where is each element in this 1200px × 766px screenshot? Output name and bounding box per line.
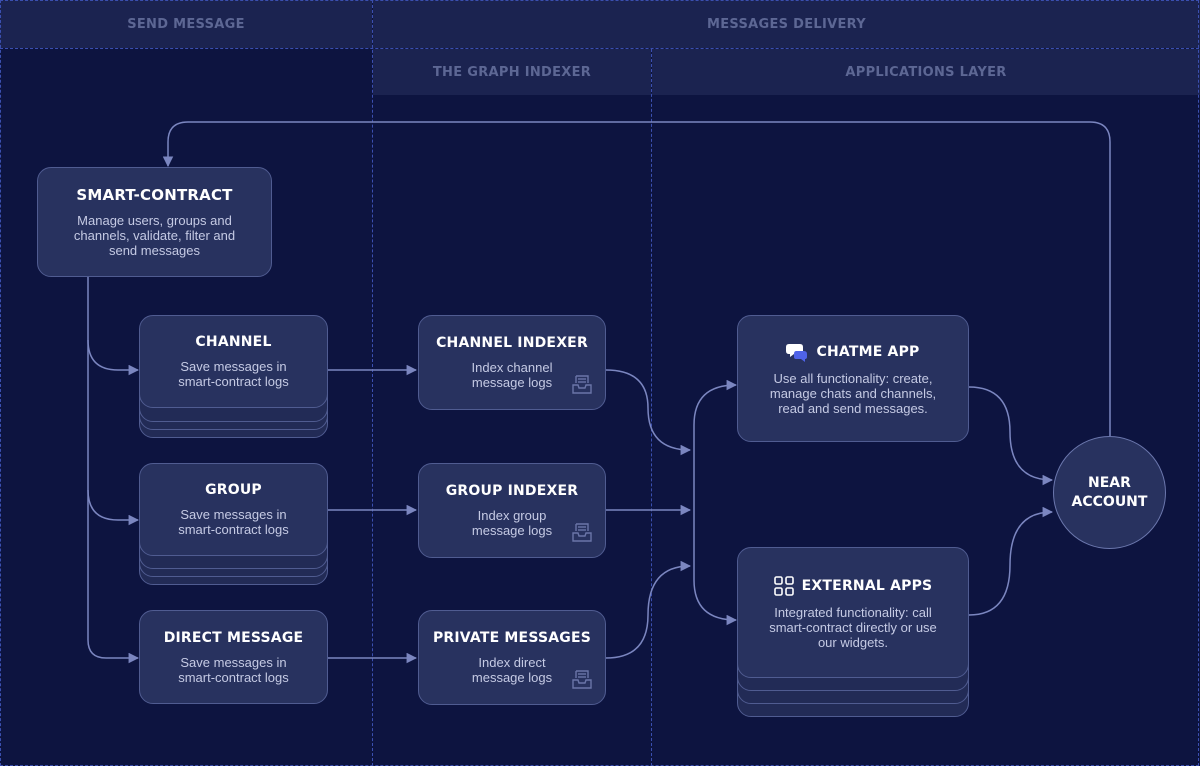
channel-indexer-title: CHANNEL INDEXER xyxy=(436,335,588,351)
lane-header-send-message: SEND MESSAGE xyxy=(0,0,372,48)
grid-apps-icon xyxy=(773,575,794,596)
group-indexer-node: GROUP INDEXER Index group message logs xyxy=(418,463,606,558)
smart-contract-node: SMART-CONTRACT Manage users, groups and … xyxy=(37,167,272,277)
direct-message-desc: Save messages in smart-contract logs xyxy=(178,654,289,685)
lane-divider-send xyxy=(372,0,373,766)
external-apps-node: EXTERNAL APPS Integrated functionality: … xyxy=(737,547,969,678)
group-title: GROUP xyxy=(205,482,262,498)
channel-indexer-desc: Index channel message logs xyxy=(471,360,553,390)
chatme-app-header: CHATME APP xyxy=(786,342,919,362)
external-apps-header: EXTERNAL APPS xyxy=(773,575,933,596)
private-messages-node: PRIVATE MESSAGES Index direct message lo… xyxy=(418,610,606,705)
lane-border-left xyxy=(0,0,1,766)
group-node: GROUP Save messages in smart-contract lo… xyxy=(139,463,328,556)
smart-contract-desc: Manage users, groups and channels, valid… xyxy=(73,213,236,258)
channel-node: CHANNEL Save messages in smart-contract … xyxy=(139,315,328,408)
lane-header-graph-indexer: THE GRAPH INDEXER xyxy=(373,49,651,95)
chat-bubbles-icon xyxy=(786,343,808,362)
external-apps-title: EXTERNAL APPS xyxy=(801,577,933,594)
private-messages-title: PRIVATE MESSAGES xyxy=(432,630,592,646)
chatme-app-node: CHATME APP Use all functionality: create… xyxy=(737,315,969,442)
near-account-node: NEAR ACCOUNT xyxy=(1053,436,1166,549)
inbox-tray-icon xyxy=(572,375,592,394)
lane-border-right xyxy=(1198,0,1199,766)
group-desc: Save messages in smart-contract logs xyxy=(178,507,289,537)
direct-message-node: DIRECT MESSAGE Save messages in smart-co… xyxy=(139,610,328,704)
connector-to-direct-message xyxy=(87,639,140,664)
connector-chatme-to-near xyxy=(968,386,1054,486)
external-apps-desc: Integrated functionality: call smart-con… xyxy=(769,604,937,650)
connector-channel-indexer-to-merge xyxy=(605,369,692,456)
channel-indexer-node: CHANNEL INDEXER Index channel message lo… xyxy=(418,315,606,410)
group-indexer-desc: Index group message logs xyxy=(471,508,553,538)
chatme-app-title: CHATME APP xyxy=(816,343,920,360)
connector-external-to-near xyxy=(968,506,1054,616)
chatme-app-desc: Use all functionality: create, manage ch… xyxy=(769,370,937,416)
lane-divider-indexer xyxy=(651,49,652,766)
inbox-tray-icon xyxy=(572,523,592,542)
channel-title: CHANNEL xyxy=(195,334,272,350)
lane-border-top xyxy=(0,0,1199,1)
private-messages-desc: Index direct message logs xyxy=(471,655,553,685)
connector-near-to-smart-contract xyxy=(162,121,1111,436)
lane-header-applications-layer: APPLICATIONS LAYER xyxy=(652,49,1200,95)
lane-header-messages-delivery: MESSAGES DELIVERY xyxy=(373,0,1200,48)
direct-message-title: DIRECT MESSAGE xyxy=(163,629,304,646)
connector-merge-to-chatme xyxy=(693,379,738,426)
inbox-tray-icon xyxy=(572,670,592,689)
connector-to-group xyxy=(87,489,140,526)
connector-merge-to-external xyxy=(693,579,738,626)
lane-border-header xyxy=(0,48,1199,49)
connector-to-channel xyxy=(87,339,140,376)
connector-private-to-merge xyxy=(605,560,692,659)
group-indexer-title: GROUP INDEXER xyxy=(445,483,579,499)
channel-desc: Save messages in smart-contract logs xyxy=(178,359,289,389)
smart-contract-title: SMART-CONTRACT xyxy=(76,186,233,204)
